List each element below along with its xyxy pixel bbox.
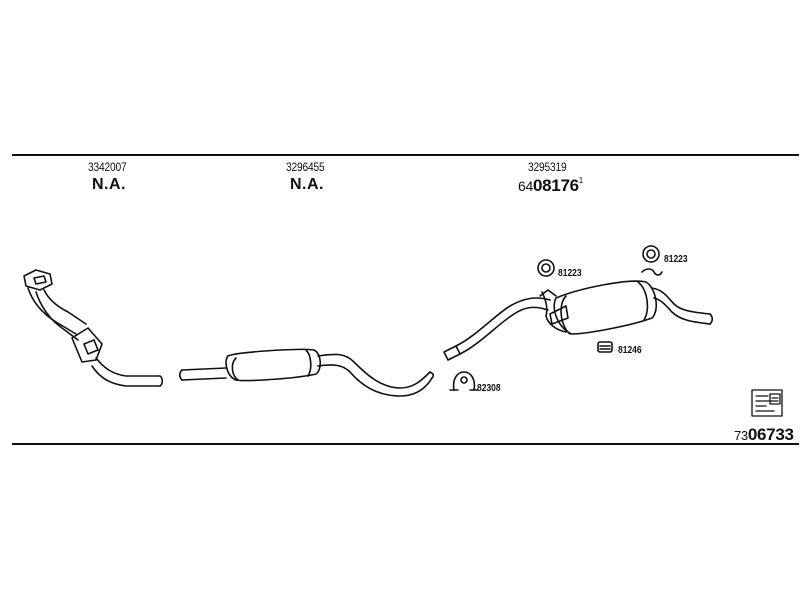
rear-hanger-hook bbox=[641, 268, 663, 276]
catalog-book-icon bbox=[751, 389, 783, 417]
rubber-mount-icon bbox=[597, 341, 613, 353]
callout-ring-right: 81223 bbox=[664, 254, 688, 265]
top-rule bbox=[12, 154, 799, 156]
middle-pipe-outlet-end bbox=[429, 371, 435, 379]
rear-pipe-tail-end bbox=[709, 313, 714, 325]
front-pipe-flange bbox=[23, 269, 53, 291]
ref-number-front-pipe: 3342007 bbox=[88, 160, 127, 174]
middle-pipe-outlet-bottom bbox=[317, 364, 433, 397]
middle-silencer-drawing bbox=[178, 348, 435, 397]
clamp-icon bbox=[449, 371, 479, 391]
status-middle-silencer: N.A. bbox=[290, 176, 324, 193]
middle-silencer-end-left bbox=[231, 357, 239, 381]
rear-silencer-body bbox=[553, 280, 658, 335]
ref-number-rear-silencer: 3295319 bbox=[528, 160, 567, 174]
rear-pipe-tail-bottom bbox=[653, 297, 711, 325]
part-prefix: 64 bbox=[518, 178, 533, 194]
front-pipe-catalyst-ring bbox=[83, 339, 99, 355]
middle-silencer-body bbox=[225, 348, 322, 382]
rear-silencer-hanger bbox=[539, 289, 567, 333]
rear-pipe-tail-top bbox=[651, 287, 711, 315]
front-pipe-lower-tube bbox=[43, 289, 87, 325]
middle-pipe-inlet-top bbox=[181, 367, 227, 371]
rear-silencer-end-right bbox=[637, 281, 649, 321]
sheet-number: 7306733 bbox=[734, 425, 794, 445]
middle-pipe-outlet-top bbox=[317, 353, 431, 389]
part-main: 08176 bbox=[532, 176, 579, 195]
front-pipe-catalyst bbox=[71, 327, 103, 363]
front-pipe-branch bbox=[35, 291, 79, 341]
callout-ring-top: 81223 bbox=[558, 268, 582, 279]
front-pipe-upper-tube bbox=[27, 287, 77, 335]
sheet-prefix: 73 bbox=[734, 428, 748, 443]
rear-silencer-end-left bbox=[560, 295, 571, 335]
rubber-ring-inner-icon bbox=[541, 263, 551, 273]
part-number-rear-silencer: 64081761 bbox=[518, 176, 583, 196]
part-mark: 1 bbox=[578, 176, 583, 185]
sheet-main: 06733 bbox=[747, 425, 794, 444]
rubber-ring-inner-icon bbox=[646, 249, 656, 259]
front-pipe-tail-bottom bbox=[91, 365, 161, 387]
front-pipe-flange-hole bbox=[33, 275, 47, 285]
front-pipe-tail-end bbox=[159, 375, 164, 387]
rubber-ring-icon bbox=[537, 259, 555, 277]
rear-silencer-bracket bbox=[549, 305, 569, 325]
ref-number-middle-silencer: 3296455 bbox=[286, 160, 325, 174]
middle-pipe-inlet-bottom bbox=[181, 377, 227, 381]
rear-pipe-inlet-bottom bbox=[459, 306, 549, 355]
rear-pipe-inlet-socket bbox=[443, 345, 461, 361]
status-front-pipe: N.A. bbox=[92, 176, 126, 193]
front-pipe-tail-top bbox=[95, 357, 161, 377]
bottom-rule bbox=[12, 443, 799, 445]
callout-mount: 81246 bbox=[618, 345, 642, 356]
middle-silencer-end-right bbox=[305, 349, 312, 377]
rear-pipe-inlet-top bbox=[455, 297, 551, 347]
front-pipe-drawing bbox=[23, 269, 164, 387]
middle-pipe-inlet-end bbox=[178, 369, 183, 381]
rear-silencer-drawing bbox=[443, 268, 714, 361]
callout-clamp: 82308 bbox=[477, 383, 501, 394]
rubber-ring-icon bbox=[642, 245, 660, 263]
